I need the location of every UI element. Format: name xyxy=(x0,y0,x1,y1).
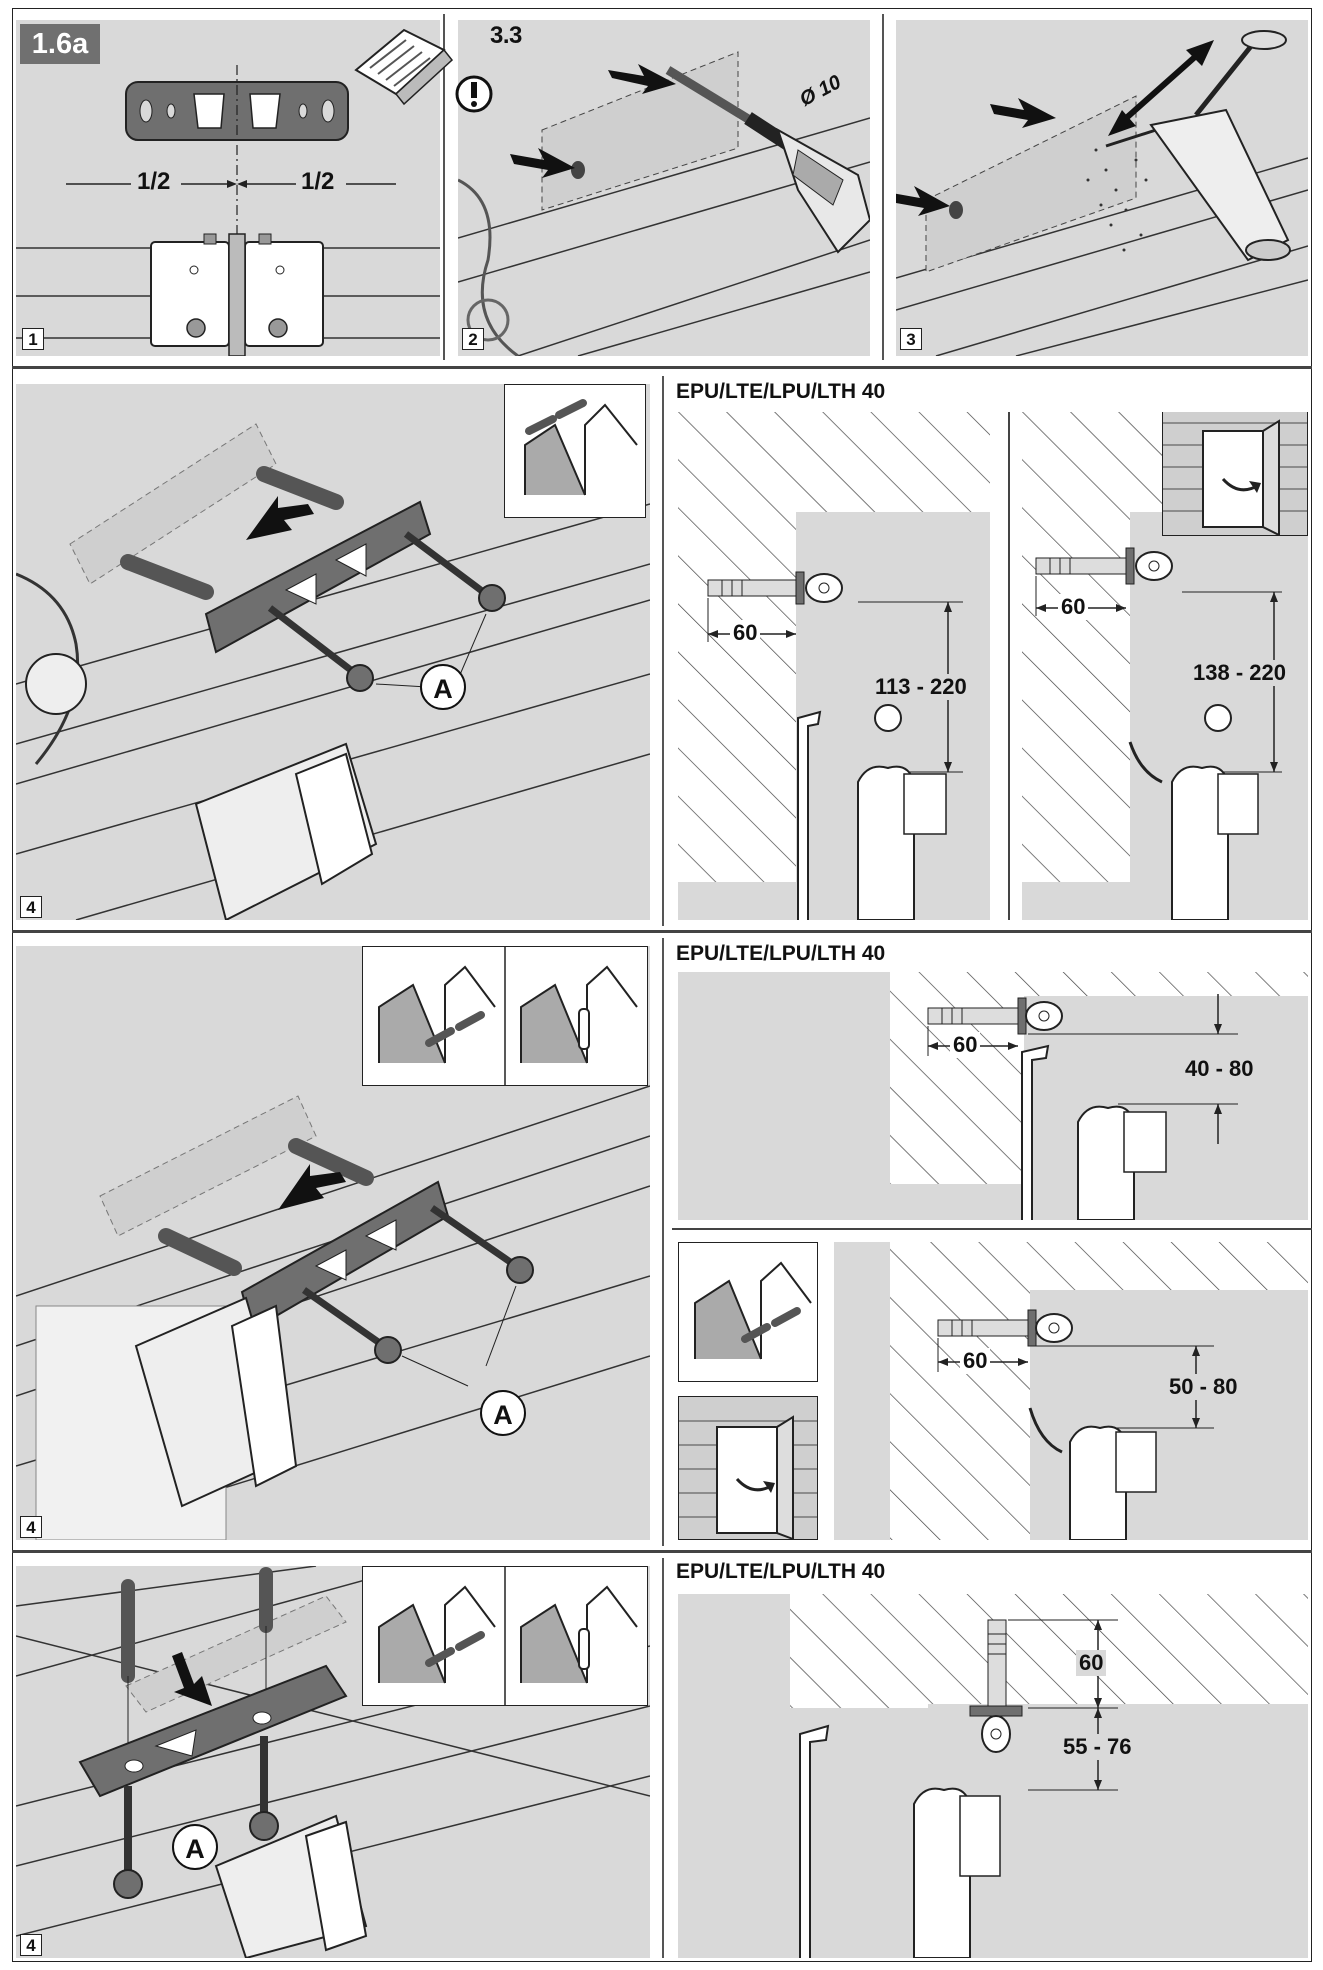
section-a-right-depth: 60 xyxy=(1058,594,1089,620)
section-b-detail-bottom: 60 50 - 80 xyxy=(834,1242,1308,1540)
section-b-bottom-height: 50 - 80 xyxy=(1166,1374,1241,1400)
manual-reference: 3.3 xyxy=(490,22,522,49)
top-divider-2 xyxy=(882,14,884,360)
step-2-panel: Ø 10 xyxy=(458,20,870,356)
section-a-callout-a: A xyxy=(420,664,466,710)
section-b-profile-inset xyxy=(362,946,648,1086)
half-right-label: 1/2 xyxy=(298,168,338,196)
section-a-divider xyxy=(662,376,664,926)
section-c-callout-a: A xyxy=(172,1824,218,1870)
section-a-inner-divider xyxy=(1008,412,1010,920)
step-2-badge: 2 xyxy=(462,328,484,350)
section-b-mounting-illustration xyxy=(16,1085,650,1540)
section-a-left-panel xyxy=(16,384,650,920)
section-a-detail-left: 60 113 - 220 xyxy=(678,412,990,920)
wicket-door-icon xyxy=(1163,419,1307,535)
step-3-panel xyxy=(896,20,1308,356)
section-b-divider xyxy=(662,938,664,1546)
section-c-height: 55 - 76 xyxy=(1060,1734,1135,1760)
step-1-illustration xyxy=(16,65,440,356)
section-a-detail-right: 60 138 - 220 xyxy=(1022,412,1308,920)
section-b-inner-divider xyxy=(672,1228,1312,1230)
section-c-detail: 60 55 - 76 xyxy=(678,1594,1308,1958)
top-divider-1 xyxy=(443,14,445,360)
section-a-right-height: 138 - 220 xyxy=(1190,660,1289,686)
step-2-illustration xyxy=(458,51,870,356)
section-a-left-height: 113 - 220 xyxy=(872,674,970,700)
section-c-divider xyxy=(662,1558,664,1958)
section-b-heading: EPU/LTE/LPU/LTH 40 xyxy=(676,942,886,965)
section-c-heading: EPU/LTE/LPU/LTH 40 xyxy=(676,1560,886,1583)
section-c-left-panel xyxy=(16,1566,650,1958)
section-b-detail-top: 60 40 - 80 xyxy=(678,972,1308,1220)
track-profile-icon-2 xyxy=(694,1261,812,1360)
section-b-bottom-detail xyxy=(890,1242,1308,1540)
section-c-ceiling-detail xyxy=(790,1594,1308,1958)
row-divider-1 xyxy=(12,366,1312,369)
warning-icon xyxy=(455,75,493,113)
section-b-top-height: 40 - 80 xyxy=(1182,1056,1257,1082)
section-a-left-depth: 60 xyxy=(730,620,761,646)
track-profile-icon xyxy=(524,399,638,496)
section-a-wall-hatch-left xyxy=(678,412,990,920)
step-4a-badge: 4 xyxy=(20,896,42,918)
section-a-track-inset xyxy=(504,384,646,518)
row-divider-2 xyxy=(12,930,1312,933)
track-profile-pair-icon xyxy=(378,947,638,1085)
wicket-door-inset-a xyxy=(1162,412,1308,536)
section-b-bottom-depth: 60 xyxy=(960,1348,991,1374)
section-b-top-detail xyxy=(890,972,1308,1220)
section-c-profile-inset xyxy=(362,1566,648,1706)
track-profile-pair-icon-2 xyxy=(378,1567,638,1705)
section-a-wall-hatch-right xyxy=(1022,412,1308,920)
section-c-depth: 60 xyxy=(1076,1650,1107,1676)
section-a-mounting-illustration xyxy=(16,423,650,920)
step-3-illustration xyxy=(896,30,1308,356)
step-4b-badge: 4 xyxy=(20,1516,42,1538)
section-b-top-depth: 60 xyxy=(950,1032,981,1058)
section-b-callout-a: A xyxy=(480,1390,526,1436)
manual-book-icon xyxy=(354,28,454,106)
wicket-door-icon-2 xyxy=(679,1415,817,1539)
section-b-profile-inset-2 xyxy=(678,1242,818,1382)
figure-label: 1.6a xyxy=(20,24,100,64)
step-1-badge: 1 xyxy=(22,328,44,350)
step-3-badge: 3 xyxy=(900,328,922,350)
half-left-label: 1/2 xyxy=(134,168,174,196)
row-divider-3 xyxy=(12,1550,1312,1553)
wicket-door-inset-b xyxy=(678,1396,818,1540)
section-b-left-panel xyxy=(16,946,650,1540)
section-a-heading: EPU/LTE/LPU/LTH 40 xyxy=(676,380,886,403)
step-4c-badge: 4 xyxy=(20,1934,42,1956)
